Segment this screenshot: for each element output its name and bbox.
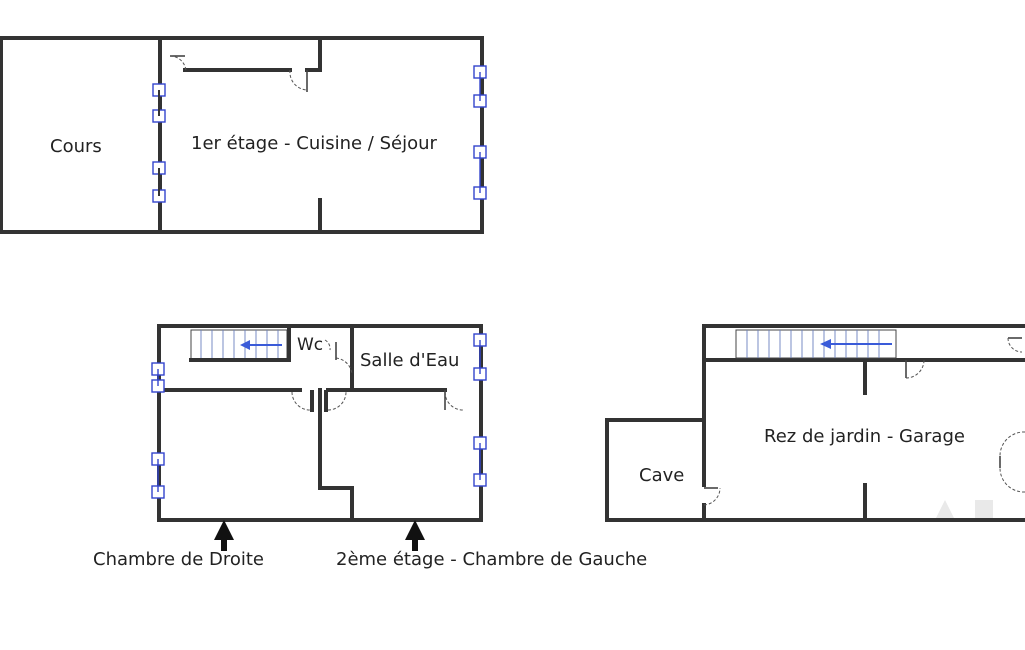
entry-arrow-marker: [221, 539, 227, 551]
door: [703, 337, 1025, 506]
entry-arrow-marker: [412, 539, 418, 551]
room-label-cave: Cave: [639, 465, 685, 486]
room-label-salle-eau: Salle d'Eau: [360, 350, 460, 371]
plan-garden-level: [605, 324, 1025, 522]
staircase: [735, 329, 897, 359]
door: [169, 55, 187, 73]
caption-second-floor: 2ème étage - Chambre de Gauche: [336, 549, 648, 570]
entry-arrow-marker: [214, 520, 234, 540]
door: [291, 339, 464, 411]
plan-second-floor: [151, 324, 487, 551]
kitchen-inner-wall-2: [305, 36, 322, 72]
room-label-cours: Cours: [50, 136, 102, 157]
caption-chambre-droite: Chambre de Droite: [93, 549, 264, 570]
room-label-wc: Wc: [297, 335, 324, 355]
first-floor-outer-wall: [0, 36, 484, 234]
staircase: [190, 329, 288, 361]
room-divider-wall: [318, 388, 354, 522]
watermark: [935, 500, 993, 520]
garden-outer-wall: [605, 324, 1025, 522]
second-floor-outer-wall: [157, 324, 483, 522]
room-label-garden: Rez de jardin - Garage: [764, 426, 965, 447]
entry-arrow-marker: [405, 520, 425, 540]
plan-first-floor: [0, 36, 487, 234]
door: [289, 69, 308, 92]
room-label-first-floor: 1er étage - Cuisine / Séjour: [191, 133, 437, 154]
